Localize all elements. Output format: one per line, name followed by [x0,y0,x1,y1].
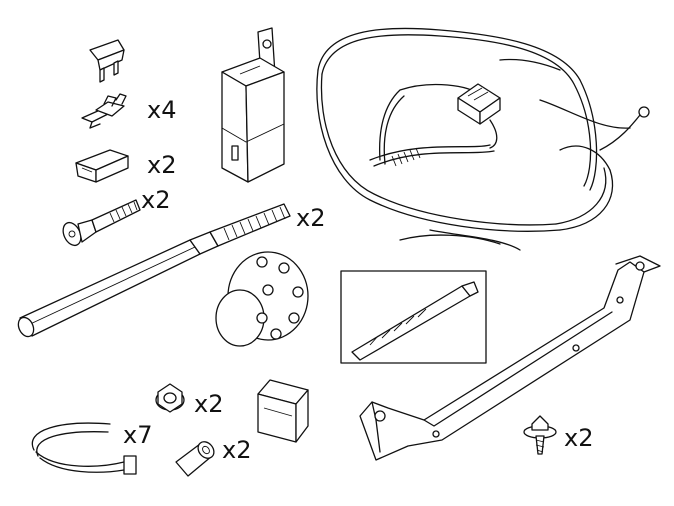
cable-tie-quantity: x7 [123,421,153,449]
stud-quantity: x2 [296,204,326,232]
cable-tie-icon [31,422,137,475]
countersunk-screw-icon [62,199,141,247]
crimp-terminal-icon [81,93,127,129]
spacer-quantity: x2 [222,436,252,464]
threaded-stud-icon [17,203,291,338]
spacer-icon [175,441,215,477]
nut-quantity: x2 [194,390,224,418]
mounting-bracket-icon [359,255,661,461]
screw-quantity: x2 [141,186,171,214]
bolt-quantity: x2 [564,424,594,452]
insulating-cap-icon [75,149,129,183]
drill-bit-box [340,270,487,364]
blade-fuse-icon [89,39,125,83]
connector-plug-icon [215,251,309,347]
flange-nut-icon [155,383,185,413]
wiring-harness-icon [316,27,650,251]
flange-bolt-icon [523,415,557,455]
cap-quantity: x2 [147,151,177,179]
terminal-quantity: x4 [147,96,177,124]
relay-icon [221,27,285,183]
connector-housing-icon [257,379,309,443]
